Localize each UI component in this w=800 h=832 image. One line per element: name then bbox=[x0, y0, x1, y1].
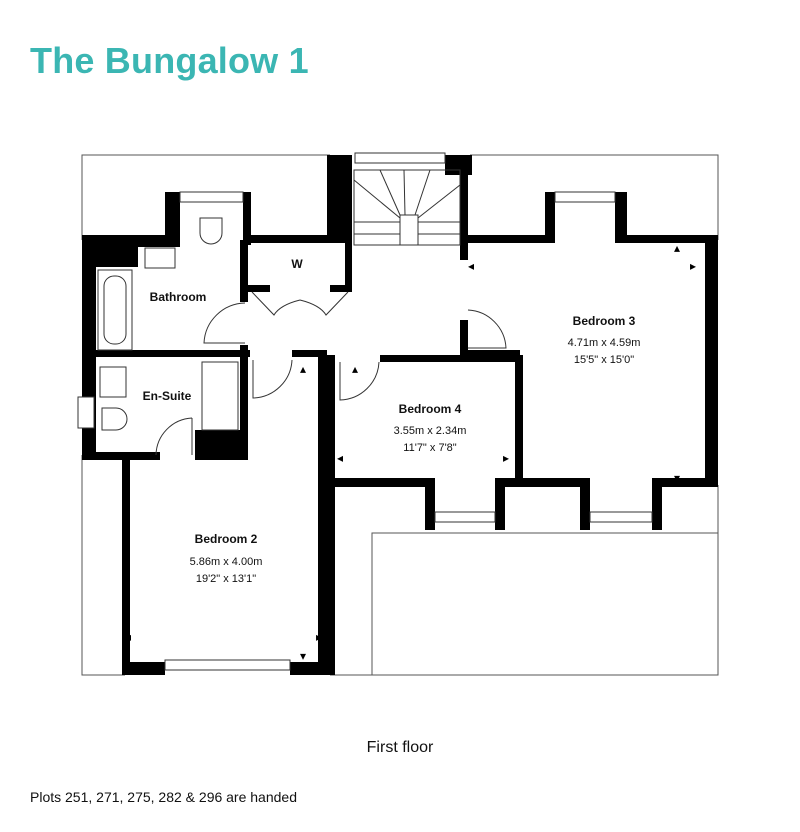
bedroom4-imperial: 11'7" x 7'8" bbox=[403, 442, 456, 454]
wardrobe-label: W bbox=[291, 257, 303, 271]
bedroom2-metric: 5.86m x 4.00m bbox=[190, 556, 263, 568]
svg-text:▸: ▸ bbox=[690, 259, 696, 273]
bedroom3-metric: 4.71m x 4.59m bbox=[568, 337, 641, 349]
site-outline bbox=[81, 154, 719, 676]
bedroom4-label: Bedroom 4 bbox=[399, 402, 462, 416]
bathroom-toilet bbox=[199, 217, 223, 245]
page-title: The Bungalow 1 bbox=[30, 40, 309, 81]
dimension-arrows: ◂ ▸ ▴ ▾ ◂ ▸ ◂ ▸ ▴ ▾ ▴ bbox=[125, 241, 696, 663]
bedroom3-label: Bedroom 3 bbox=[573, 314, 636, 328]
handed-plots-note: Plots 251, 271, 275, 282 & 296 are hande… bbox=[30, 789, 297, 805]
walls bbox=[82, 155, 718, 675]
doors bbox=[155, 291, 507, 456]
bath-basin bbox=[103, 275, 127, 345]
bedroom2-imperial: 19'2" x 13'1" bbox=[196, 573, 256, 585]
svg-text:▴: ▴ bbox=[674, 241, 680, 255]
fixtures bbox=[97, 217, 239, 431]
ensuite-sink bbox=[99, 366, 127, 398]
svg-text:◂: ◂ bbox=[125, 630, 131, 644]
bathroom-label: Bathroom bbox=[150, 290, 207, 304]
floor-label: First floor bbox=[366, 739, 434, 756]
svg-text:▸: ▸ bbox=[503, 451, 509, 465]
svg-text:▴: ▴ bbox=[300, 362, 306, 376]
bedroom3-imperial: 15'5" x 15'0" bbox=[574, 354, 634, 366]
shower bbox=[201, 361, 239, 431]
bathroom-sink bbox=[144, 247, 176, 269]
svg-text:▾: ▾ bbox=[674, 471, 680, 485]
svg-text:◂: ◂ bbox=[468, 259, 474, 273]
bedroom2-label: Bedroom 2 bbox=[195, 532, 258, 546]
staircase bbox=[353, 169, 461, 246]
windows bbox=[77, 152, 653, 671]
ensuite-toilet bbox=[101, 407, 128, 431]
bedroom4-metric: 3.55m x 2.34m bbox=[394, 425, 467, 437]
svg-text:▴: ▴ bbox=[352, 362, 358, 376]
ensuite-label: En-Suite bbox=[143, 389, 192, 403]
svg-text:▾: ▾ bbox=[300, 649, 306, 663]
svg-text:◂: ◂ bbox=[337, 451, 343, 465]
svg-text:▸: ▸ bbox=[316, 630, 322, 644]
